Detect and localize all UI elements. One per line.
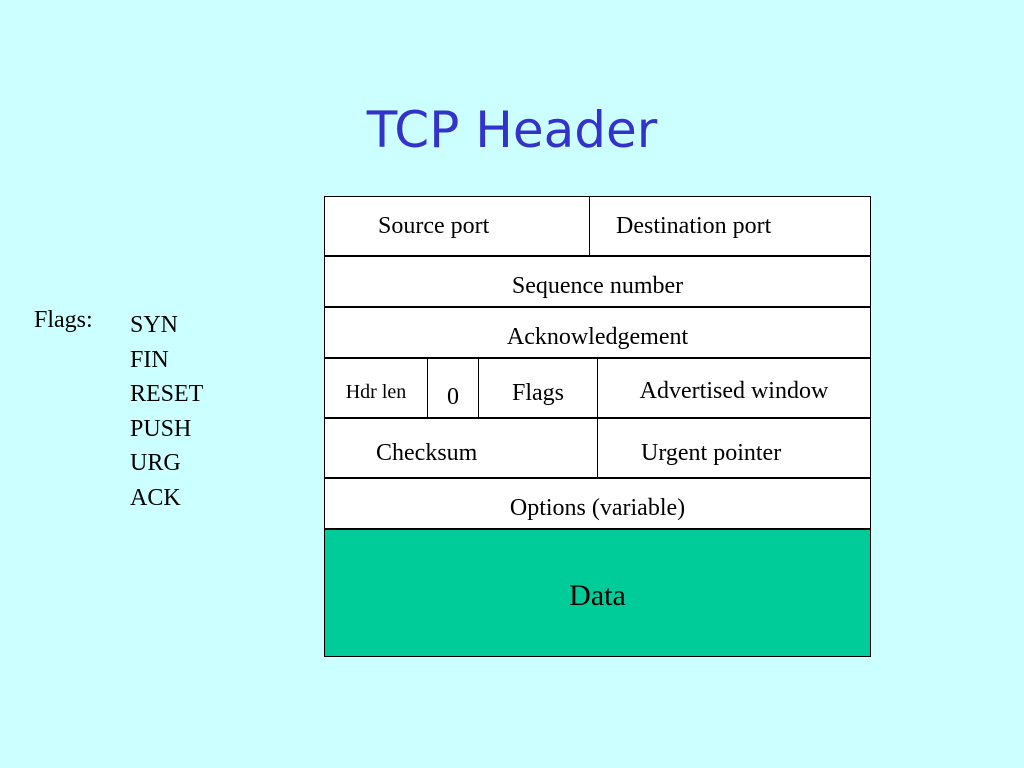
data-label: Data: [569, 579, 626, 612]
flags-cell: Flags: [479, 359, 598, 417]
flag-item-ack: ACK: [130, 484, 181, 511]
slide-title: TCP Header: [366, 101, 658, 159]
acknowledgement-label: Acknowledgement: [506, 324, 689, 350]
hdr-len-cell: Hdr len: [325, 359, 428, 417]
advertised-window-label: Advertised window: [639, 378, 829, 404]
flag-list: SYN FIN RESET PUSH URG ACK: [130, 308, 203, 515]
advertised-window-cell: Advertised window: [598, 359, 870, 417]
header-row-acknowledgement: Acknowledgement: [324, 307, 871, 358]
source-port-cell: Source port: [325, 197, 590, 255]
options-label: Options (variable): [509, 495, 686, 521]
urgent-pointer-label: Urgent pointer: [641, 440, 782, 466]
reserved-zero-label: 0: [447, 384, 459, 410]
hdr-len-label: Hdr len: [345, 381, 407, 403]
flags-label: Flags:: [34, 307, 93, 333]
header-row-sequence: Sequence number: [324, 256, 871, 307]
header-row-options: Options (variable): [324, 478, 871, 529]
checksum-cell: Checksum: [325, 419, 598, 477]
reserved-zero-cell: 0: [428, 359, 479, 417]
flags-field-label: Flags: [511, 380, 564, 406]
data-block: Data: [324, 529, 871, 657]
urgent-pointer-cell: Urgent pointer: [598, 419, 870, 477]
header-row-ports: Source port Destination port: [324, 196, 871, 256]
header-row-checksum: Checksum Urgent pointer: [324, 418, 871, 478]
flag-item-urg: URG: [130, 450, 181, 476]
checksum-label: Checksum: [376, 440, 478, 466]
flag-item-fin: FIN: [130, 346, 169, 373]
source-port-label: Source port: [378, 213, 490, 239]
flag-item-reset: RESET: [130, 381, 204, 407]
header-row-hdr-flags-window: Hdr len 0 Flags Advertised window: [324, 358, 871, 418]
flag-item-syn: SYN: [130, 312, 179, 338]
sequence-number-label: Sequence number: [511, 273, 684, 299]
destination-port-label: Destination port: [616, 213, 772, 239]
flag-item-push: PUSH: [130, 415, 192, 442]
destination-port-cell: Destination port: [590, 197, 870, 255]
